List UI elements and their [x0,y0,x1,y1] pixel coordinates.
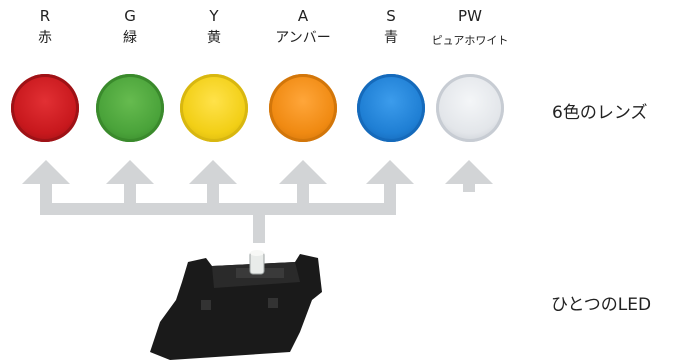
arrow-shaft-pw [463,180,475,192]
arrow-head-y [189,160,237,184]
lens-amber [269,74,337,142]
lens-green [96,74,164,142]
lens-code: R [39,7,51,25]
lenses-caption: 6色のレンズ [552,103,648,123]
lens-yellow [180,74,248,142]
arrow-head-a [279,160,327,184]
lens-pure-white [436,74,504,142]
lens-blue [357,74,425,142]
lens-code: Y [209,7,219,25]
lens-name: 赤 [38,30,52,46]
arrow-head-s [366,160,414,184]
arrow-stem [253,209,265,243]
arrow-shaft-y [207,180,219,212]
arrow-shaft-r [40,180,52,212]
lens-name: 緑 [123,30,137,46]
lens-code: PW [458,7,482,25]
lens-name: 青 [384,30,398,46]
lens-name: 黄 [207,30,221,46]
arrow-head-pw [445,160,493,184]
lens-red [11,74,79,142]
lens-code: G [124,7,136,25]
lens-name: ピュアホワイト [431,34,509,47]
arrow-shaft-a [297,180,309,212]
arrow-shaft-g [124,180,136,212]
arrow-head-g [106,160,154,184]
arrow-shaft-s [384,180,396,212]
lens-code: S [386,7,396,25]
led-caption: ひとつのLED [551,295,652,315]
lens-name: アンバー [275,30,331,46]
arrow-head-r [22,160,70,184]
lens-code: A [297,7,309,25]
led-module-illustration [150,250,322,360]
